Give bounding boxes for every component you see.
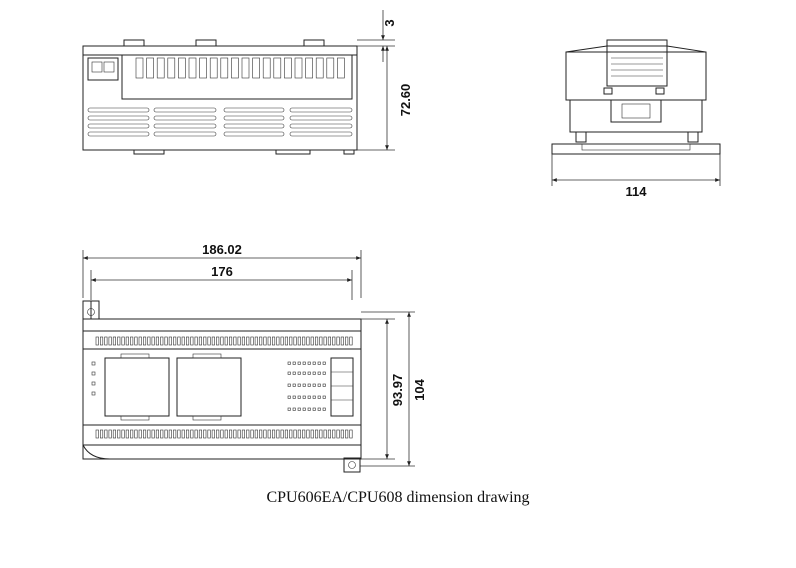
dim-side-width: 114 (626, 184, 648, 199)
terminal-row (95, 336, 353, 439)
dim-front-mount-height: 93.97 (390, 374, 405, 407)
top-view (82, 39, 358, 155)
vent-slots (87, 107, 353, 137)
dim-front-overall-width: 186.02 (202, 242, 242, 257)
dim-top-gap: 3 (382, 19, 397, 26)
front-view (82, 300, 362, 473)
drawing-caption: CPU606EA/CPU608 dimension drawing (266, 489, 530, 506)
io-indicator-grid (287, 361, 326, 411)
side-view (551, 39, 721, 155)
dim-top-height: 72.60 (398, 84, 413, 117)
terminal-slots (135, 57, 345, 79)
dim-front-mount-width: 176 (211, 264, 233, 279)
dim-front-overall-height: 104 (412, 378, 427, 400)
